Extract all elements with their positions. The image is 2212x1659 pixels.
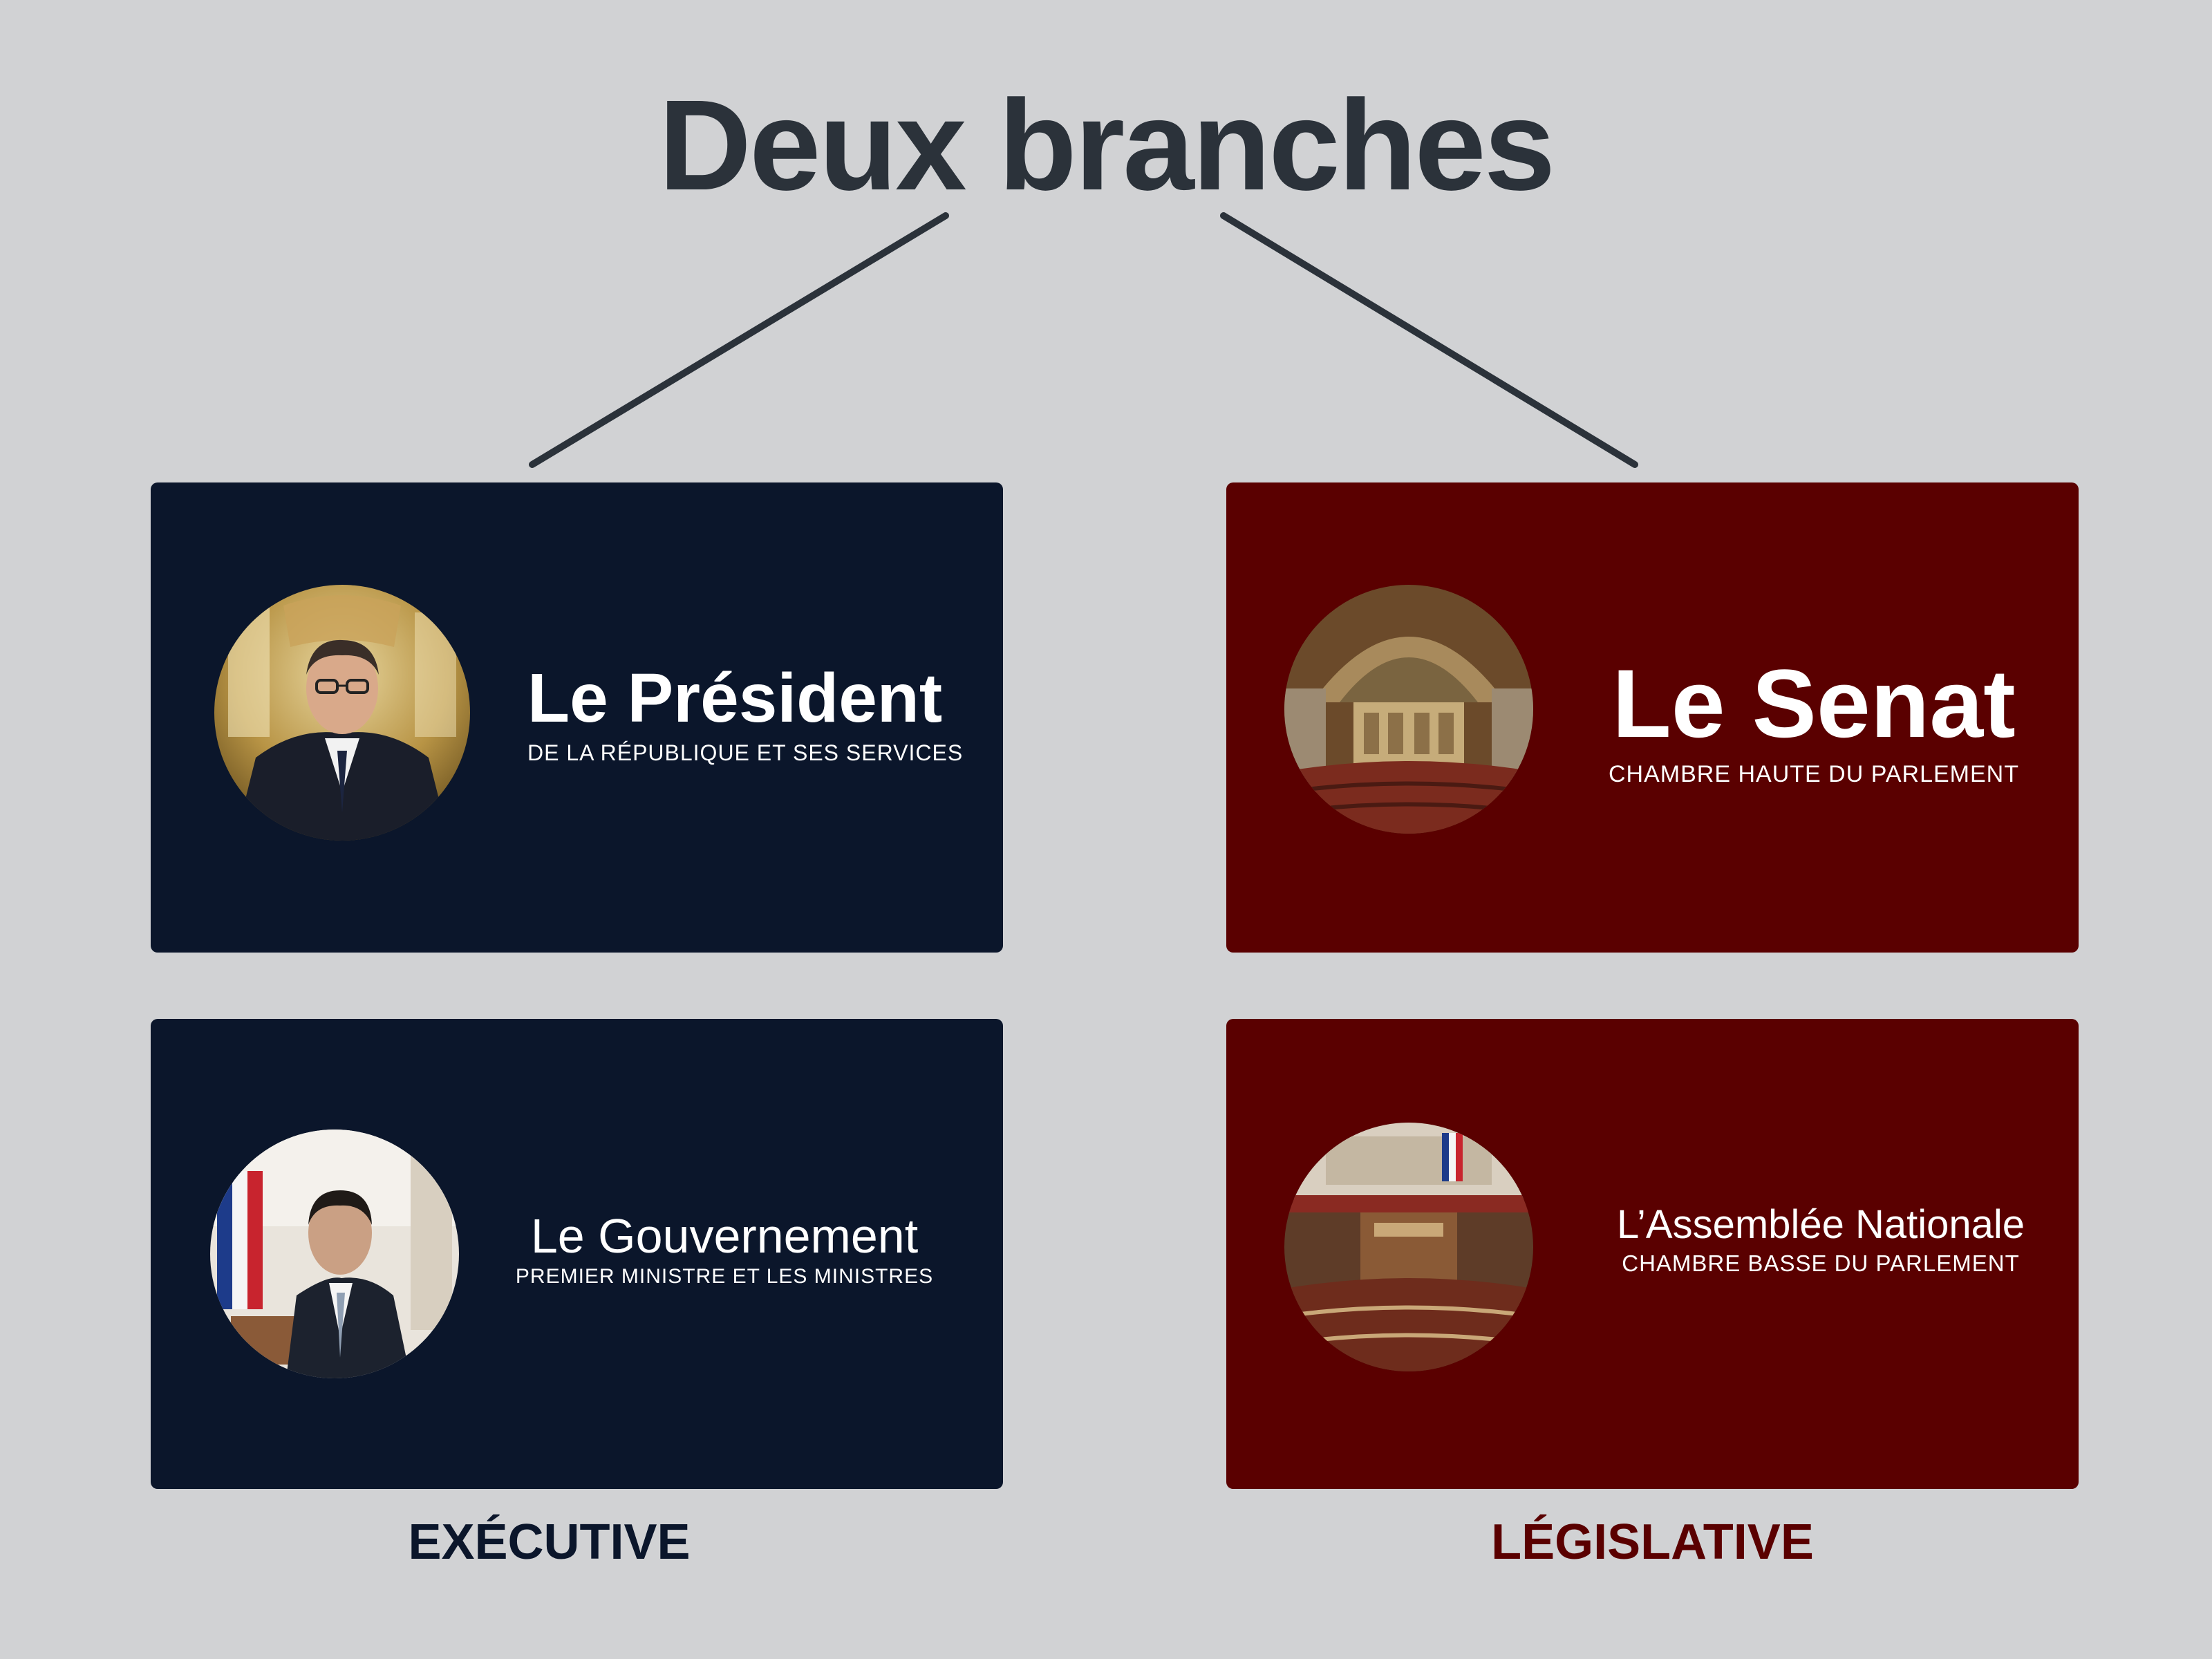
card-president[interactable]: Le Président DE LA RÉPUBLIQUE ET SES SER…: [151, 482, 1003, 953]
assemblee-text: L’Assemblée Nationale CHAMBRE BASSE DU P…: [1586, 1202, 2056, 1277]
card-subtitle-president: DE LA RÉPUBLIQUE ET SES SERVICES: [527, 740, 964, 765]
senat-text: Le Senat CHAMBRE HAUTE DU PARLEMENT: [1586, 653, 2042, 788]
card-title-senat: Le Senat: [1612, 649, 2016, 758]
president-text: Le Président DE LA RÉPUBLIQUE ET SES SER…: [527, 659, 964, 766]
card-subtitle-gouvernement: PREMIER MINISTRE ET LES MINISTRES: [515, 1264, 934, 1288]
gouvernement-text: Le Gouvernement PREMIER MINISTRE ET LES …: [510, 1209, 939, 1288]
card-assemblee-nationale[interactable]: L’Assemblée Nationale CHAMBRE BASSE DU P…: [1226, 1019, 2079, 1489]
prime-minister-portrait-photo: [210, 1130, 459, 1378]
card-title-gouvernement: Le Gouvernement: [530, 1209, 919, 1263]
card-subtitle-assemblee: CHAMBRE BASSE DU PARLEMENT: [1622, 1250, 2020, 1276]
connector-line-legislative: [1220, 212, 1638, 468]
connector-line-executive: [529, 212, 949, 468]
card-subtitle-senat: CHAMBRE HAUTE DU PARLEMENT: [1609, 761, 2019, 787]
president-portrait-photo: [214, 585, 470, 841]
branch-label-executive: EXÉCUTIVE: [408, 1515, 691, 1570]
diagram-title: Deux branches: [658, 74, 1556, 217]
national-assembly-photo: [1284, 1123, 1533, 1371]
card-title-president: Le Président: [527, 659, 943, 737]
card-gouvernement[interactable]: Le Gouvernement PREMIER MINISTRE ET LES …: [151, 1019, 1003, 1489]
branch-label-legislative: LÉGISLATIVE: [1491, 1515, 1814, 1570]
card-senat[interactable]: Le Senat CHAMBRE HAUTE DU PARLEMENT: [1226, 482, 2079, 953]
senate-chamber-photo: [1284, 585, 1533, 834]
card-title-assemblee: L’Assemblée Nationale: [1616, 1202, 2025, 1247]
